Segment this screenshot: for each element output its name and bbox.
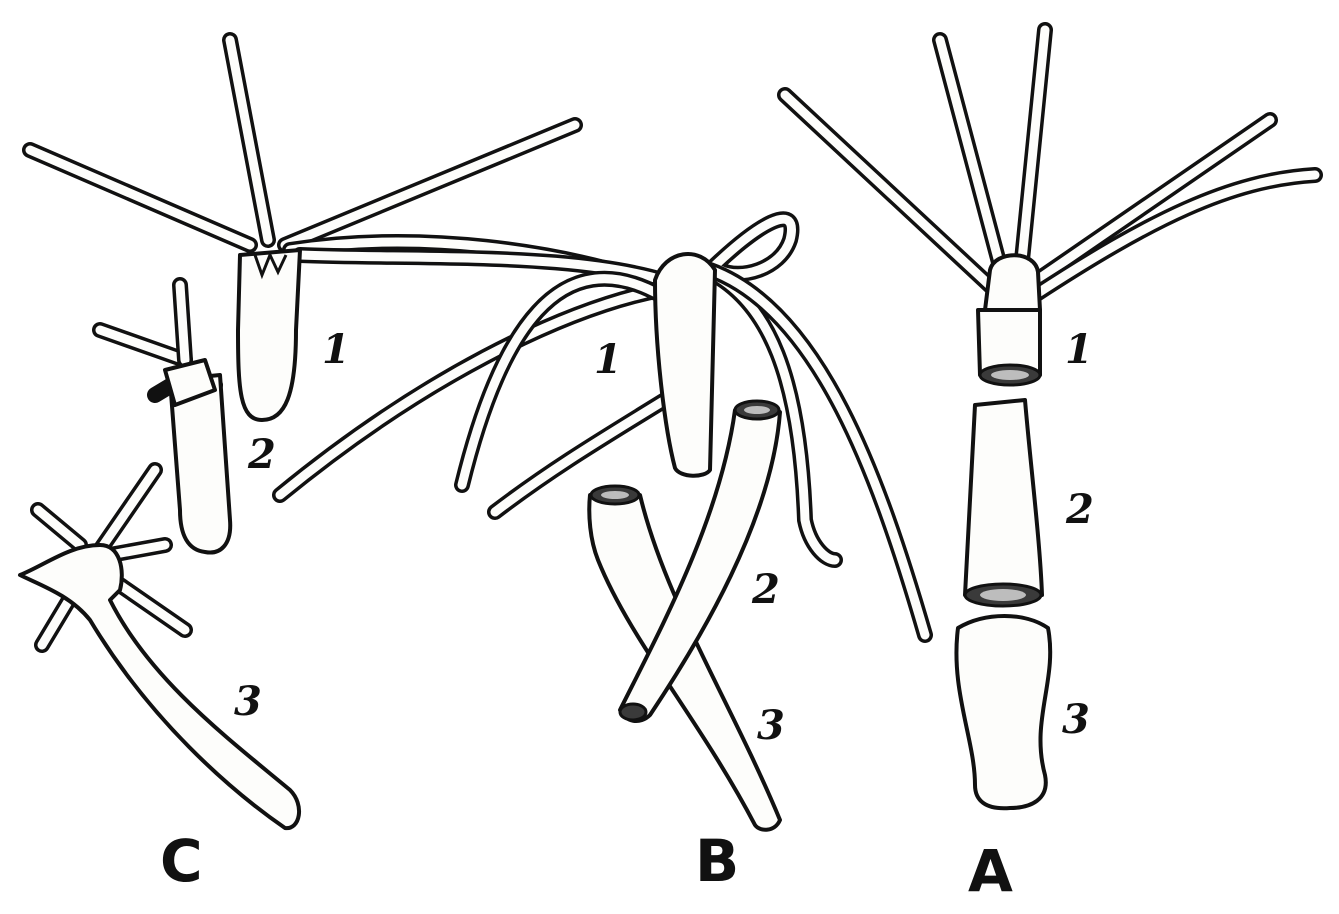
- panel-a-letter: A: [968, 842, 1013, 900]
- panel-c-label-3: 3: [234, 682, 262, 722]
- panel-a-label-2: 2: [1066, 490, 1094, 530]
- panel-a-polyp-1: [785, 30, 1315, 385]
- panel-a-polyp-2: [965, 400, 1042, 606]
- panel-c-label-1: 1: [322, 330, 350, 370]
- panel-b-letter: B: [695, 832, 739, 890]
- panel-a-polyp-3: [956, 616, 1050, 808]
- panel-b-label-3: 3: [757, 706, 785, 746]
- panel-c-letter: C: [160, 832, 203, 890]
- panel-a-label-1: 1: [1065, 330, 1093, 370]
- panel-c-polyp-3: [20, 470, 299, 828]
- panel-b-drawing: [280, 219, 925, 830]
- panel-b-label-1: 1: [594, 340, 622, 380]
- panel-a-drawing: [785, 30, 1315, 808]
- panel-a-label-3: 3: [1062, 700, 1090, 740]
- panel-c-polyp-1: [30, 40, 690, 420]
- panel-c-label-2: 2: [248, 435, 276, 475]
- panel-b-label-2: 2: [752, 570, 780, 610]
